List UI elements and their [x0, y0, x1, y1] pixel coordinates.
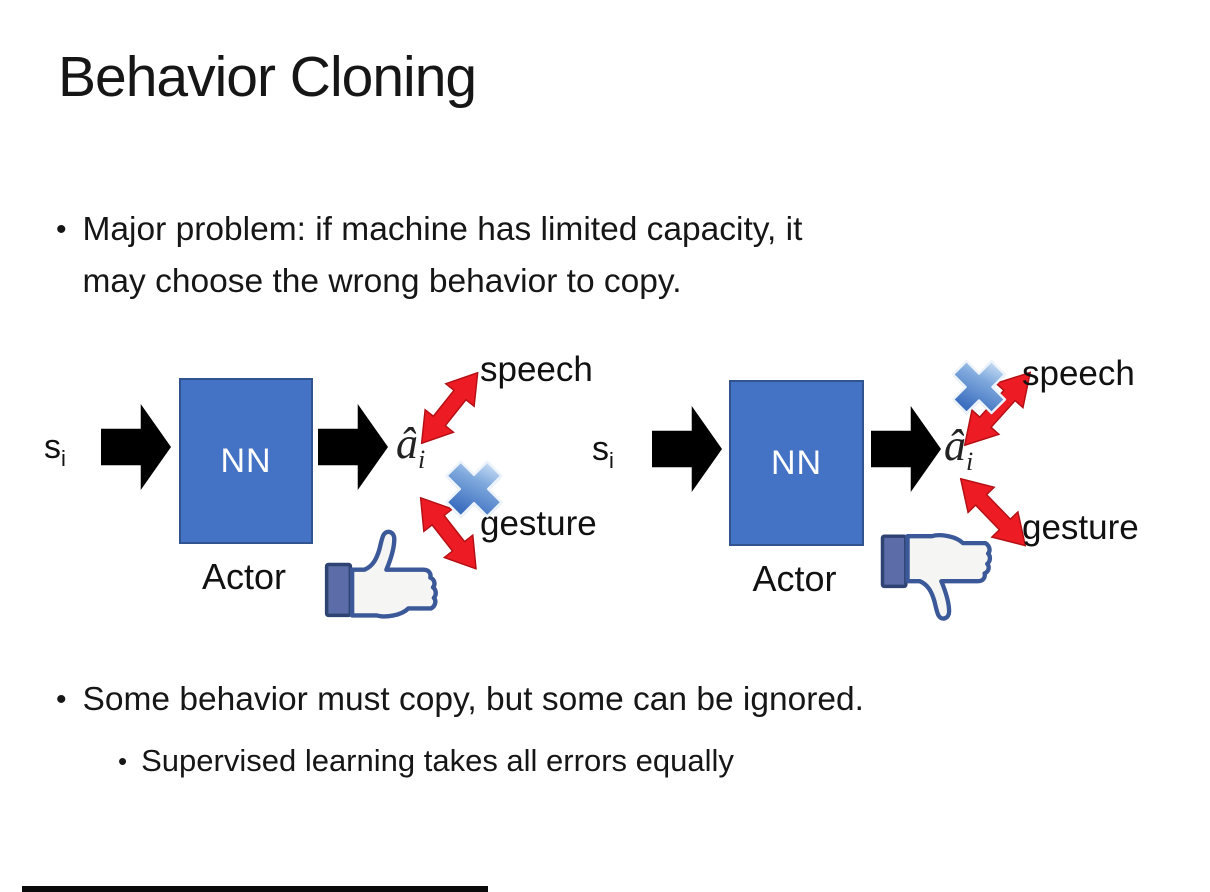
left-predicted-action-label: âi — [396, 419, 426, 474]
bullet-supervised-learning-text: Supervised learning takes all errors equ… — [141, 743, 734, 778]
bullet-some-behavior-text: Some behavior must copy, but some can be… — [82, 681, 864, 718]
left-nn-label: NN — [220, 441, 272, 480]
right-speech-arrow-icon — [948, 358, 1046, 460]
thumbs-down-icon — [878, 531, 996, 621]
bullet-major-problem-text: Major problem: if machine has limited ca… — [83, 204, 803, 308]
bullet-some-behavior: • Some behavior must copy, but some can … — [56, 674, 1156, 726]
right-gesture-label: gesture — [1022, 508, 1139, 547]
bullet-dot: • — [56, 683, 67, 716]
right-input-state-label: si — [592, 430, 614, 473]
left-input-state-label: si — [44, 428, 66, 471]
bullet-dot: • — [56, 213, 67, 246]
right-nn-label: NN — [770, 443, 823, 482]
page-title: Behavior Cloning — [58, 45, 477, 109]
bullet-dot: • — [118, 746, 128, 776]
bullet-line-2: may choose the wrong behavior to copy. — [82, 263, 682, 300]
left-speech-arrow-icon — [405, 359, 495, 457]
right-nn-box: NN — [729, 380, 864, 546]
right-predicted-action-label: âi — [944, 421, 974, 476]
left-output-arrow-icon — [318, 404, 388, 490]
left-actor-label: Actor — [201, 556, 287, 597]
left-speech-label: speech — [480, 350, 593, 389]
right-input-arrow-icon — [652, 406, 722, 492]
bullet-line-1: Major problem: if machine has limited ca… — [82, 211, 803, 248]
bullet-major-problem: • Major problem: if machine has limited … — [56, 204, 1096, 308]
left-gesture-arrow-icon — [403, 484, 493, 582]
right-speech-label: speech — [1022, 354, 1135, 393]
thumbs-up-icon — [324, 529, 440, 621]
right-cross-icon — [945, 353, 1013, 421]
left-gesture-label: gesture — [480, 504, 597, 543]
bottom-cropped-bar — [22, 886, 488, 892]
left-nn-box: NN — [179, 378, 313, 544]
right-actor-label: Actor — [752, 558, 837, 599]
left-input-arrow-icon — [101, 404, 171, 490]
bullet-supervised-learning: • Supervised learning takes all errors e… — [118, 737, 1118, 785]
right-gesture-arrow-icon — [945, 463, 1041, 561]
right-output-arrow-icon — [871, 406, 941, 492]
left-cross-icon — [438, 453, 510, 525]
